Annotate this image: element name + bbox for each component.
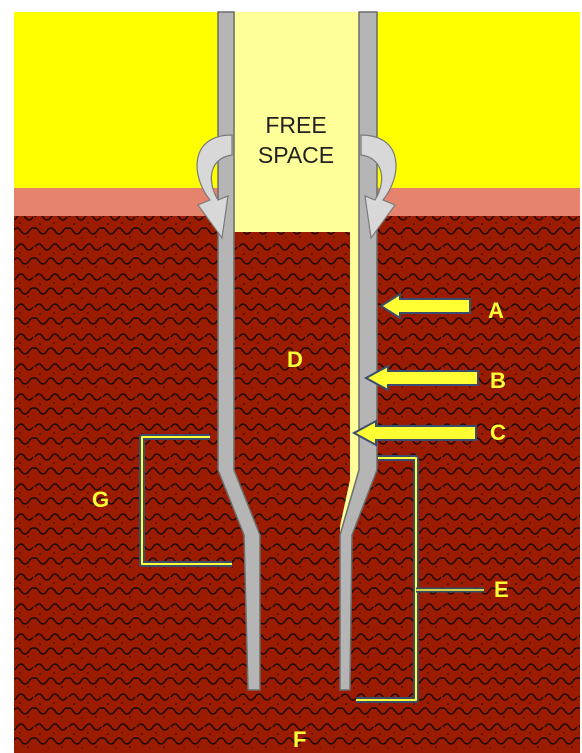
label-g: G [92,487,109,512]
free-space-label-line2: SPACE [258,142,334,168]
label-e: E [494,577,509,602]
label-a: A [488,298,504,323]
soil-plug-d [246,232,350,690]
label-c: C [490,420,506,445]
free-space-label-line1: FREE [265,112,326,138]
label-b: B [490,368,506,393]
label-f: F [293,727,306,752]
label-d: D [287,347,303,372]
